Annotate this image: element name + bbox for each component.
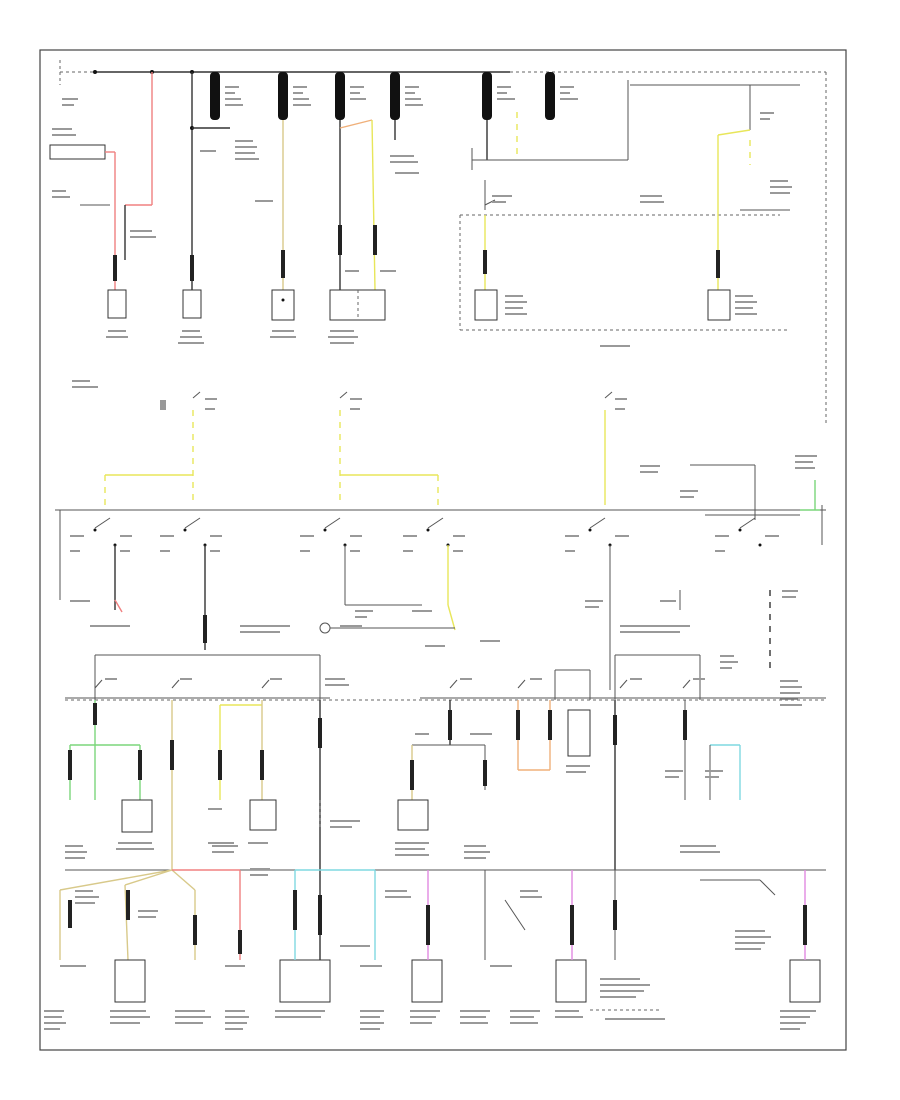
bottom-box-2 bbox=[279, 959, 331, 1003]
trailer-relay-box-left bbox=[474, 289, 498, 321]
component-box-3 bbox=[271, 289, 295, 321]
fuse-3-icon bbox=[335, 72, 345, 120]
trailer-relay-block bbox=[459, 85, 792, 347]
fuse-4-icon bbox=[390, 72, 400, 120]
component-box-7 bbox=[397, 799, 429, 831]
component-box-1 bbox=[107, 289, 127, 319]
bottom-box-1 bbox=[114, 959, 146, 1003]
fuse-2-icon bbox=[278, 72, 288, 120]
trailer-relay-box-right bbox=[707, 289, 731, 321]
fuse-4-circuit bbox=[390, 120, 419, 174]
fuse-block-top bbox=[62, 72, 578, 120]
fuse-5-icon bbox=[482, 72, 492, 120]
bottom-box-3 bbox=[411, 959, 443, 1003]
component-box-5 bbox=[121, 799, 153, 833]
fuse-6-icon bbox=[545, 72, 555, 120]
diagram-frame bbox=[39, 49, 847, 1051]
bottom-box-4 bbox=[555, 959, 587, 1003]
switch-row bbox=[55, 380, 826, 706]
lower-drops bbox=[68, 700, 741, 880]
ignition-section bbox=[49, 72, 259, 344]
bottom-box-5 bbox=[789, 959, 821, 1003]
fuse-2-circuit bbox=[255, 120, 296, 338]
lower-bus bbox=[65, 654, 826, 701]
top-power-bus bbox=[59, 60, 827, 425]
component-box-6 bbox=[249, 799, 277, 831]
fuse-1-icon bbox=[210, 72, 220, 120]
fuse-5-circuit bbox=[471, 80, 629, 170]
component-box-2 bbox=[182, 289, 202, 319]
mid-junctions bbox=[70, 545, 690, 690]
bottom-section bbox=[44, 845, 826, 1030]
ignition-switch-box bbox=[49, 144, 106, 160]
component-box-8 bbox=[567, 709, 591, 757]
fuse-3-circuit bbox=[328, 119, 396, 344]
